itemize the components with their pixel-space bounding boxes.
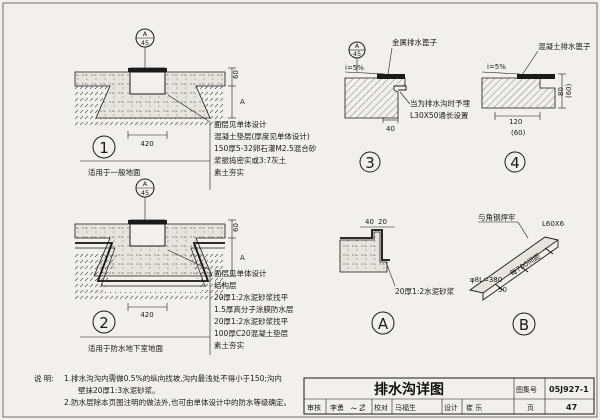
section-ref-top: A xyxy=(355,42,360,50)
dim-80: 80 xyxy=(557,87,565,96)
check-label: 校对 xyxy=(374,403,388,412)
slope-label: i=5% xyxy=(345,64,364,72)
note-2: 2.防水层除本页图注明的做法外,也可由单体设计中的防水等级确定。 xyxy=(64,397,291,407)
detail-number: 1 xyxy=(99,139,109,157)
edge-section xyxy=(339,231,388,273)
dim-120: 120 xyxy=(509,118,522,126)
note-line-1: 当为排水沟时予埋 xyxy=(410,98,470,108)
waterproof-membrane xyxy=(75,242,225,282)
dim-width: 420 xyxy=(140,311,153,319)
angle-iron xyxy=(468,236,560,294)
page-value: 47 xyxy=(566,403,577,412)
atlas-label: 图集号 xyxy=(516,385,537,394)
sheet-title: 排水沟详图 xyxy=(374,381,444,398)
detail-4: i=5% 混凝土排水篦子 80 (60) 120 (60) 4 xyxy=(481,41,591,173)
dim-40: 40 xyxy=(365,218,374,226)
detail-number-circle xyxy=(504,151,526,173)
detail-number-circle xyxy=(359,151,381,173)
atlas-value: 05J927-1 xyxy=(549,385,589,394)
detail-number: 2 xyxy=(99,314,109,332)
detail-1: A 45 60 A 420 面层见单体设计 混凝土垫层(厚度见单体设计) 150… xyxy=(74,28,317,190)
layer-4: 1.5厚高分子涂膜防水层 xyxy=(214,304,294,314)
cover-label: 金属排水篦子 xyxy=(392,37,437,47)
section-ref-bottom: 45 xyxy=(353,50,361,58)
detail-number: 3 xyxy=(365,154,375,172)
detail-number-circle xyxy=(92,310,116,334)
note-line-2: L30X50通长设置 xyxy=(410,110,469,120)
layer-2: 结构层 xyxy=(214,280,237,290)
dim-A: A xyxy=(240,254,245,262)
title-block: 排水沟详图 图集号 05J927-1 审核 李勇 ~☡ 校对 马福生 设计 崔 … xyxy=(303,377,595,415)
dim-60: 60 xyxy=(232,70,240,79)
detail-caption: 适用于一般地面 xyxy=(88,167,141,177)
grate xyxy=(128,220,167,224)
layer-5: 20厚1:2水泥砂浆找平 xyxy=(214,316,289,326)
note-1b: 壁抹20厚1:3水泥砂浆。 xyxy=(78,385,160,395)
detail-letter-circle xyxy=(512,312,536,336)
review-name: 李勇 xyxy=(330,403,344,412)
dim-A: A xyxy=(240,98,245,106)
page-label: 页 xyxy=(527,404,534,412)
layer-5: 素土夯实 xyxy=(214,167,244,177)
layer-1: 面层见单体设计 xyxy=(214,119,267,129)
channel-void xyxy=(129,71,166,95)
detail-letter: B xyxy=(519,316,529,334)
dim-60: 60 xyxy=(232,223,240,232)
dim-width: 420 xyxy=(140,140,153,148)
dim-40: 40 xyxy=(386,125,395,133)
check-name: 马福生 xyxy=(395,403,416,412)
section-ref-bottom: 45 xyxy=(141,39,149,47)
layer-6: 100厚C20混凝土垫层 xyxy=(214,328,289,338)
dim-50: 50 xyxy=(498,286,507,294)
detail-number: 4 xyxy=(510,154,520,172)
weld-note: 与角钢焊牢 xyxy=(478,212,516,222)
layer-2: 混凝土垫层(厚度见单体设计) xyxy=(214,131,310,141)
detail-A: 40 20 20厚1:2水泥砂浆 A xyxy=(339,218,455,335)
layer-7: 素土夯实 xyxy=(214,340,244,350)
detail-3: A 45 i=5% 金属排水篦子 40 当为排水沟时予埋 L30X50通长设置 … xyxy=(344,37,470,173)
dim-20: 20 xyxy=(378,218,387,226)
edge-section xyxy=(481,77,556,109)
note-1a: 1.排水沟沟内需做0.5%的纵向找坡,沟内最浅处不得小于150;沟内 xyxy=(64,373,282,383)
dim-60b: (60) xyxy=(511,129,526,137)
design-name: 崔 乐 xyxy=(466,403,482,412)
steel-label: L60X6 xyxy=(542,220,565,228)
layer-3: 150厚5-32卵石灌M2.5混合砂 xyxy=(214,143,317,153)
layer-4: 浆振捣密实或3:7灰土 xyxy=(214,155,287,165)
review-label: 审核 xyxy=(307,403,321,412)
cover-label: 混凝土排水篦子 xyxy=(538,41,591,51)
review-signature: ~☡ xyxy=(350,404,366,414)
edge-section xyxy=(344,77,406,119)
detail-letter: A xyxy=(378,315,389,333)
detail-letter-circle xyxy=(371,311,395,335)
slope-label: i=5% xyxy=(487,63,506,71)
section-ref-top: A xyxy=(143,30,148,38)
detail-2: A 45 60 A 420 面层见单体设计 结构层 20厚1:2水泥砂浆找平 1… xyxy=(74,178,294,355)
bar-label: φ8L=380 xyxy=(470,276,502,284)
channel-void xyxy=(129,223,166,247)
grate xyxy=(128,68,167,72)
detail-caption: 适用于防水地下室地面 xyxy=(88,343,163,353)
design-label: 设计 xyxy=(444,403,458,412)
layer-3: 20厚1:2水泥砂浆找平 xyxy=(214,292,289,302)
notes-heading: 说 明: xyxy=(34,373,54,383)
dim-60: (60) xyxy=(565,83,573,98)
section-ref-bottom: 45 xyxy=(141,189,149,197)
detail-B: 与角钢焊牢 L60X6 φ8L=380 50 每700间距 B xyxy=(468,212,565,336)
notes: 说 明: 1.排水沟沟内需做0.5%的纵向找坡,沟内最浅处不得小于150;沟内 … xyxy=(34,373,291,407)
grate xyxy=(517,74,555,79)
layer-1: 面层见单体设计 xyxy=(214,268,267,278)
detail-number-circle xyxy=(92,135,116,159)
mortar-note: 20厚1:2水泥砂浆 xyxy=(395,286,455,296)
grate xyxy=(377,74,405,79)
section-ref-top: A xyxy=(143,180,148,188)
